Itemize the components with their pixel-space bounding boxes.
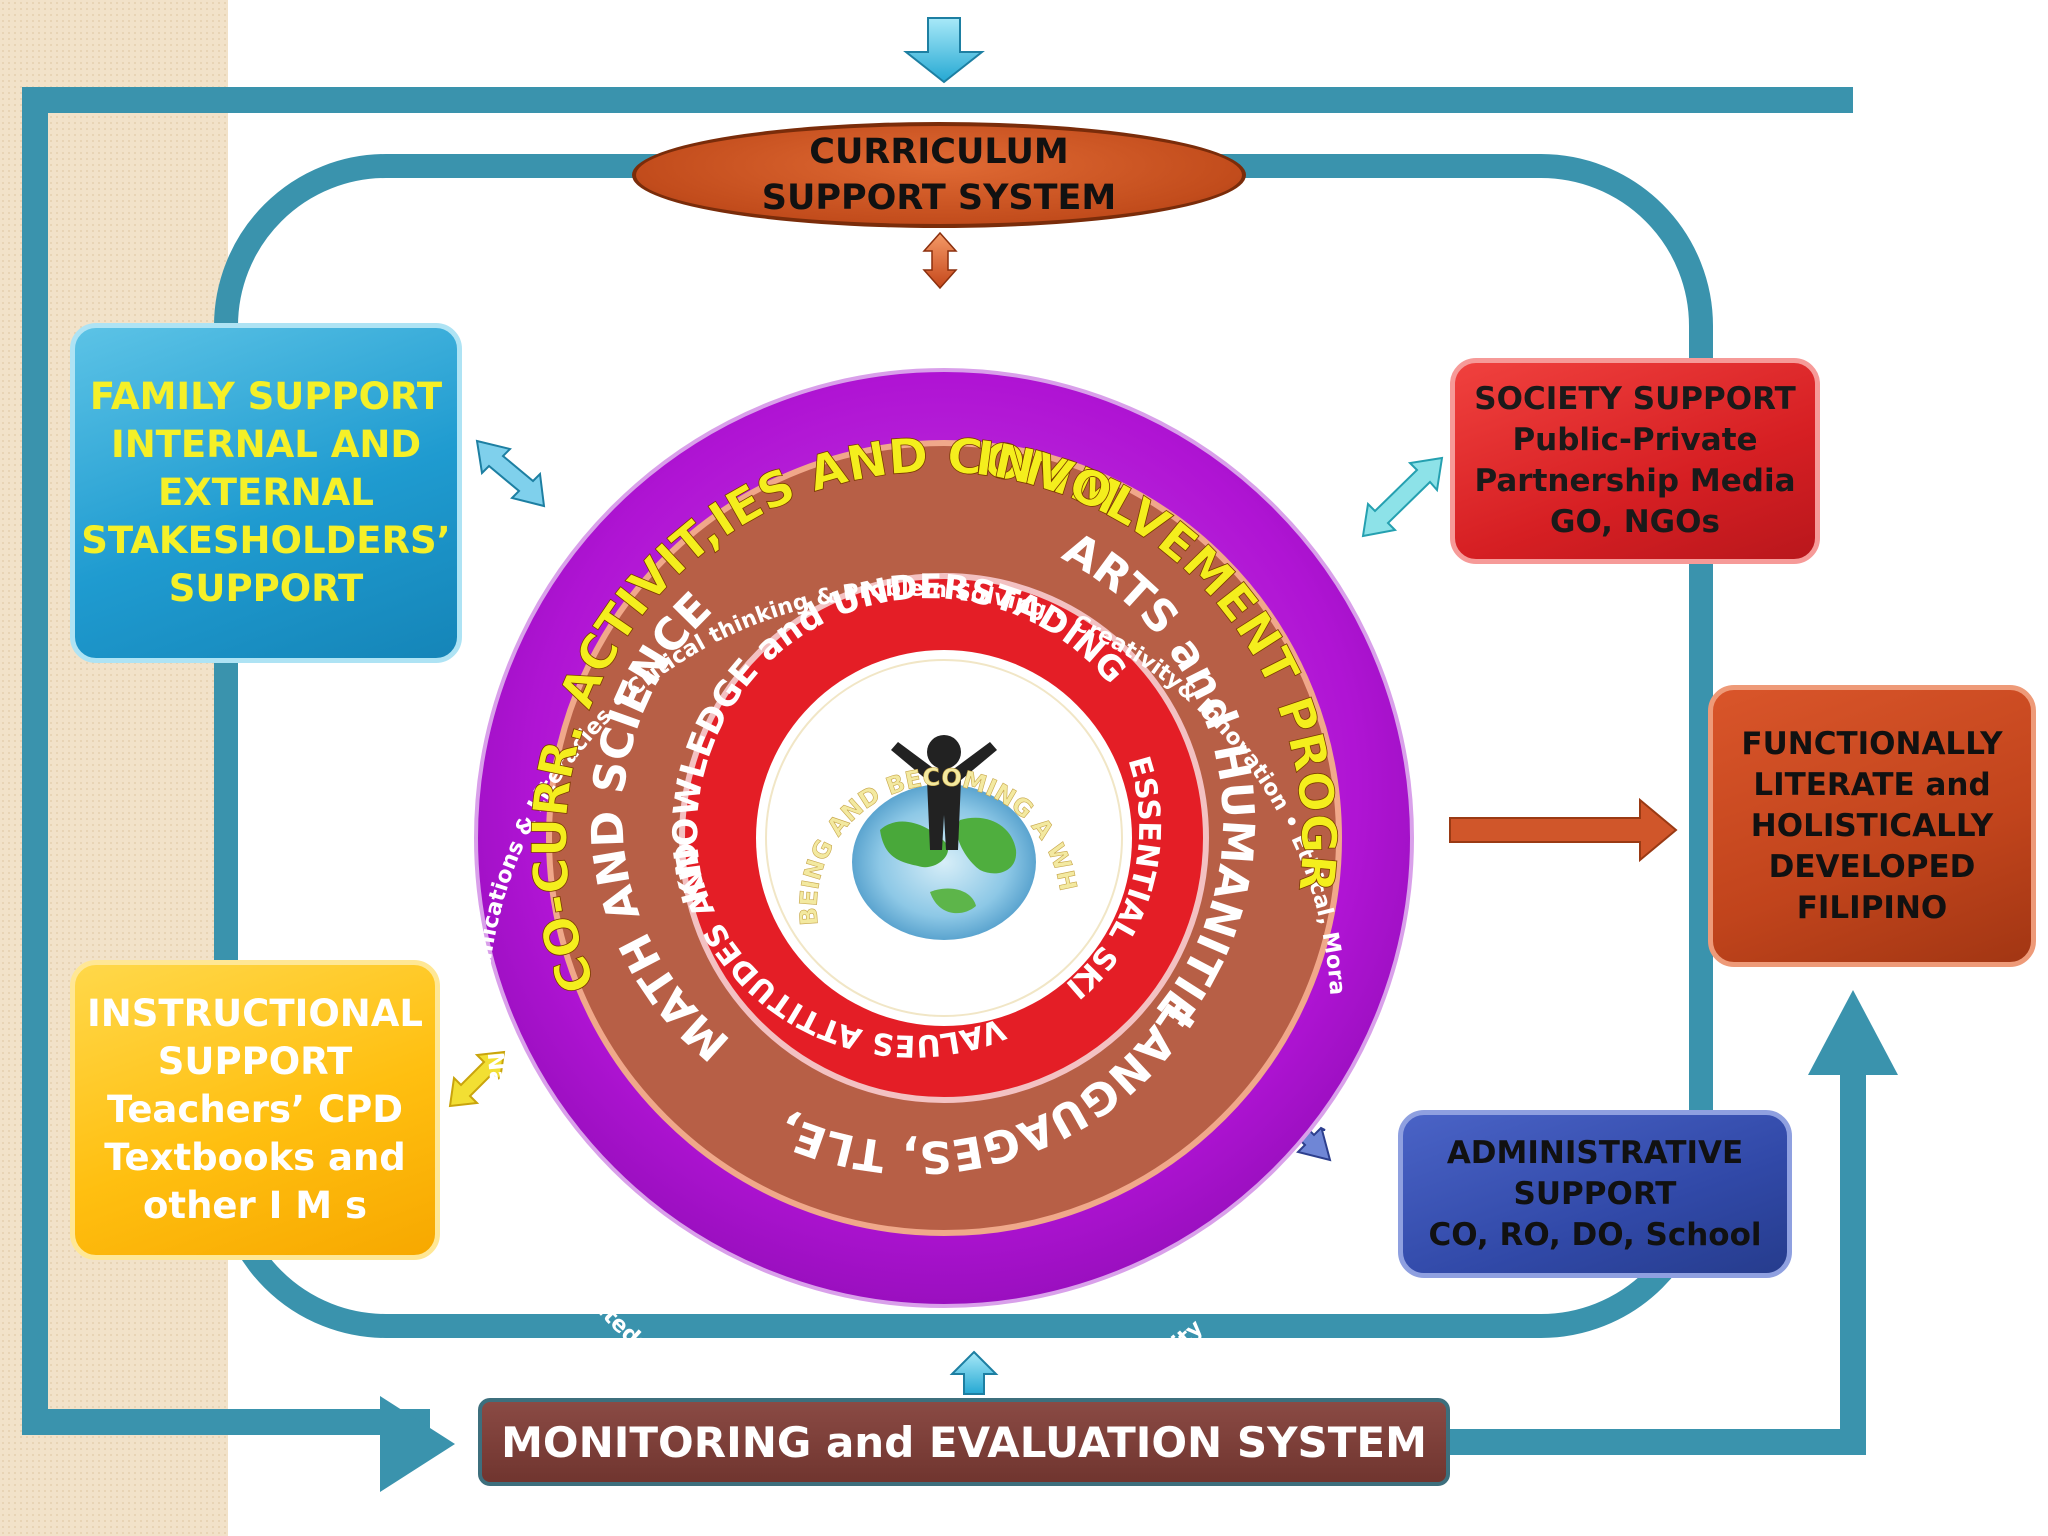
updown-arrow-icon xyxy=(922,231,958,290)
administrative-line: CO, RO, DO, School xyxy=(1428,1216,1762,1253)
person-globe-icon xyxy=(852,735,1036,940)
double-arrow-icon xyxy=(475,439,546,508)
monitoring-evaluation-bar: MONITORING and EVALUATION SYSTEM xyxy=(478,1398,1450,1486)
society-support-box: SOCIETY SUPPORT Public-Private Partnersh… xyxy=(1450,358,1820,564)
administrative-line: ADMINISTRATIVE xyxy=(1446,1134,1744,1171)
instructional-line: SUPPORT xyxy=(157,1040,353,1083)
family-support-box: FAMILY SUPPORT INTERNAL AND EXTERNAL STA… xyxy=(70,323,462,663)
up-arrow-icon xyxy=(949,1350,999,1395)
curriculum-support-system: CURRICULUM SUPPORT SYSTEM xyxy=(632,122,1246,228)
instructional-line: Textbooks and xyxy=(104,1136,406,1179)
curriculum-line: SUPPORT SYSTEM xyxy=(761,178,1117,218)
instructional-line: Teachers’ CPD xyxy=(107,1088,403,1131)
curriculum-line: CURRICULUM xyxy=(809,132,1069,172)
right-arrow-icon xyxy=(1449,797,1678,863)
right-arrow-icon xyxy=(380,1396,455,1492)
society-line: GO, NGOs xyxy=(1550,504,1720,540)
down-arrow-icon xyxy=(903,17,985,84)
outer-frame-return xyxy=(1450,1060,1866,1455)
administrative-support-box: ADMINISTRATIVE SUPPORT CO, RO, DO, Schoo… xyxy=(1398,1110,1792,1278)
functional-line: FILIPINO xyxy=(1796,889,1948,926)
outer-frame-path xyxy=(22,87,1853,1435)
instructional-line: other I M s xyxy=(142,1184,368,1227)
instructional-line: INSTRUCTIONAL xyxy=(87,992,423,1035)
instructional-support-box: INSTRUCTIONAL SUPPORT Teachers’ CPD Text… xyxy=(70,960,440,1260)
functional-line: LITERATE and xyxy=(1753,766,1991,803)
society-line: SOCIETY SUPPORT xyxy=(1474,381,1796,417)
functional-line: HOLISTICALLY xyxy=(1750,807,1994,844)
society-line: Partnership Media xyxy=(1474,463,1796,499)
family-line: EXTERNAL xyxy=(158,471,374,514)
society-line: Public-Private xyxy=(1512,422,1758,458)
monitoring-label: MONITORING and EVALUATION SYSTEM xyxy=(501,1417,1427,1467)
up-arrow-icon xyxy=(1808,990,1898,1075)
family-line: SUPPORT xyxy=(168,567,364,610)
functional-line: DEVELOPED xyxy=(1768,848,1976,885)
functional-line: FUNCTIONALLY xyxy=(1741,725,2003,762)
functionally-literate-box: FUNCTIONALLY LITERATE and HOLISTICALLY D… xyxy=(1708,685,2036,967)
double-arrow-icon xyxy=(1361,456,1444,538)
administrative-line: SUPPORT xyxy=(1513,1175,1677,1212)
family-line: STAKESHOLDERS’ xyxy=(81,519,451,562)
double-arrow-icon xyxy=(448,1050,506,1108)
family-line: INTERNAL AND xyxy=(110,423,422,466)
family-line: FAMILY SUPPORT xyxy=(89,375,443,418)
